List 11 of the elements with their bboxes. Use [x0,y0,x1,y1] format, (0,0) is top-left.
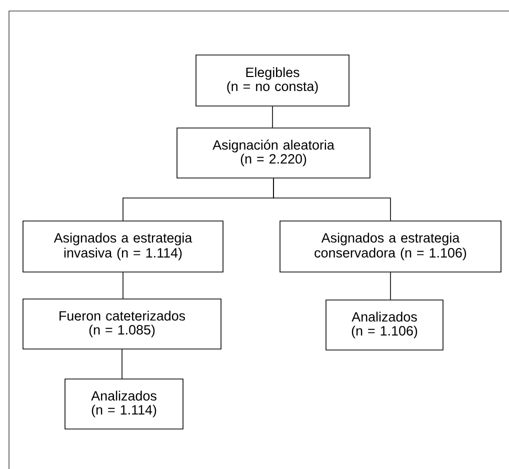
connector-line [390,272,391,300]
connector-line [122,272,124,299]
connector-line [273,178,391,221]
flow-box: Asignados a estrategia conservadora (n = 1.106) [280,220,502,272]
flow-box: Elegibles (n = no consta) [196,54,350,106]
connector-line [272,106,273,128]
flow-box: Asignados a estrategia invasiva (n = 1.114) [22,220,224,272]
flow-box: Asignación aleatoria (n = 2.220) [176,128,370,178]
flow-box: Analizados (n = 1.106) [326,300,444,350]
flow-box: Analizados (n = 1.114) [64,378,184,430]
flow-box: Fueron cateterizados (n = 1.085) [22,298,222,350]
